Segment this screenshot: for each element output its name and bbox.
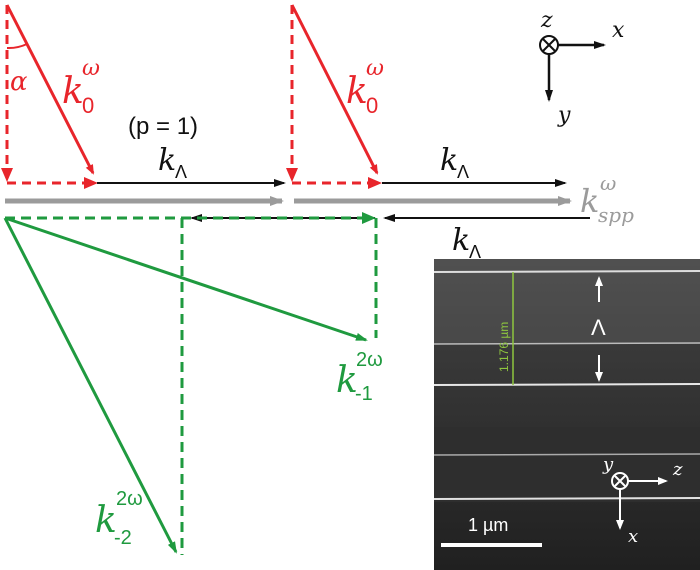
km2-sup: 2ω	[116, 488, 143, 510]
klambda-sub-1: Λ	[175, 162, 187, 182]
k0-sub-right: 0	[366, 93, 378, 118]
k-minus2-vector	[3, 217, 178, 554]
main-axes: z x y	[539, 8, 625, 128]
k0-base: k	[62, 71, 84, 112]
inset-y-label: y	[602, 454, 614, 475]
order-label: (p = 1)	[128, 113, 198, 140]
k-minus2-label: k -2 2ω	[95, 488, 143, 549]
right-vertical-arrowhead	[286, 168, 298, 182]
km1-base: k	[336, 360, 358, 401]
k0-label-right: k 0 ω	[346, 56, 384, 118]
left-vertical-arrowhead	[1, 168, 13, 182]
grating-ridge-2	[433, 342, 700, 345]
klambda-sub-2: Λ	[457, 162, 469, 182]
klambda-sub-3: Λ	[469, 242, 481, 262]
k0-sub: 0	[82, 93, 94, 118]
inset-z-label: z	[672, 459, 683, 480]
klambda-base-1: k	[158, 143, 176, 178]
klambda-base-3: k	[452, 223, 470, 258]
grating-ridge-3	[433, 383, 700, 386]
kspp-label: k spp ω	[580, 171, 634, 227]
inset-x-label: x	[628, 526, 638, 547]
k-lambda-label-3: k Λ	[452, 223, 481, 262]
period-label: Λ	[591, 315, 606, 340]
kspp-base: k	[580, 182, 599, 220]
measure-label: 1.176 µm	[497, 322, 511, 372]
alpha-arc	[6, 43, 28, 50]
k0-sup: ω	[82, 56, 100, 81]
k0-vector-left	[5, 4, 95, 175]
k0-sup-right: ω	[366, 56, 384, 81]
k0-base-right: k	[346, 71, 368, 112]
sem-inset: 1.176 µm Λ y z x 1 µm	[433, 259, 700, 570]
kspp-sup: ω	[600, 171, 616, 195]
km2-base: k	[95, 500, 117, 541]
k0-label-left: k 0 ω	[62, 56, 100, 118]
axis-z-label: z	[540, 8, 553, 33]
km1-sub: -1	[355, 383, 373, 405]
green-top-arrowhead	[362, 212, 376, 224]
scalebar	[441, 543, 542, 547]
k0-vector-right	[290, 4, 379, 175]
scalebar-label: 1 µm	[468, 515, 508, 535]
axis-x-label: x	[612, 18, 625, 43]
k-minus1-label: k -1 2ω	[336, 349, 383, 405]
axis-y-label: y	[557, 103, 571, 128]
k-lambda-label-1: k Λ	[158, 143, 187, 182]
km1-sup: 2ω	[356, 349, 383, 371]
left-horizontal-arrowhead	[84, 177, 98, 189]
grating-ridge-5	[433, 497, 700, 500]
klambda-base-2: k	[440, 143, 458, 178]
k-minus1-vector	[4, 216, 368, 342]
alpha-label: α	[10, 67, 28, 97]
grating-ridge-1	[433, 270, 700, 273]
km2-sub: -2	[114, 527, 132, 549]
right-horizontal-arrowhead	[368, 177, 382, 189]
k-lambda-label-2: k Λ	[440, 143, 469, 182]
incident-vectors	[1, 4, 382, 189]
grating-ridge-4	[433, 453, 700, 456]
second-harmonic-vectors	[3, 212, 378, 555]
kspp-sub: spp	[598, 203, 634, 227]
